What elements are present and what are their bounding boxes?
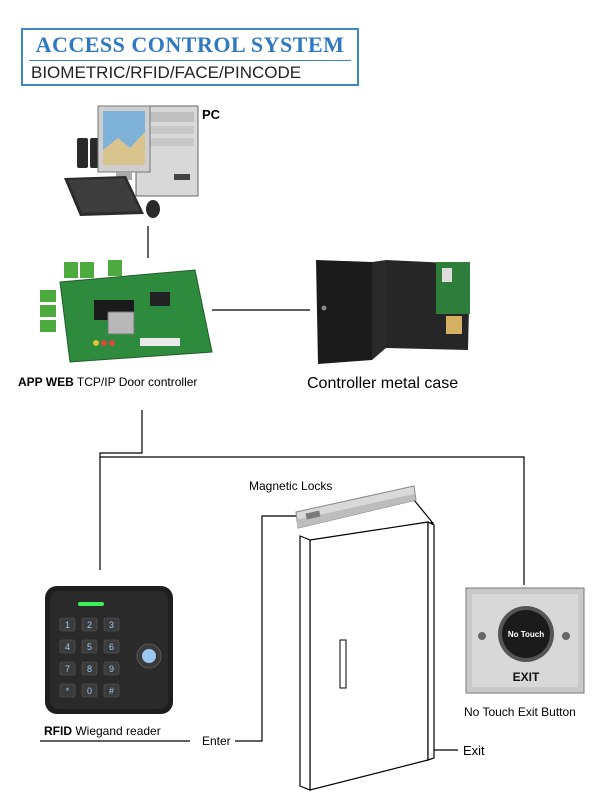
keypad-key-label: # xyxy=(109,686,114,696)
keypad-key-label: 0 xyxy=(87,686,92,696)
exit-button-label: No Touch Exit Button xyxy=(464,705,576,719)
exit-label: Exit xyxy=(463,743,485,758)
keypad-key-label: 8 xyxy=(87,664,92,674)
wire-controller-bus xyxy=(99,410,143,570)
magnetic-lock-label: Magnetic Locks xyxy=(249,479,332,493)
door-icon xyxy=(299,521,435,791)
keypad-key xyxy=(81,661,98,676)
keypad-key xyxy=(59,639,76,654)
keypad-key xyxy=(81,639,98,654)
keypad-key xyxy=(103,617,120,632)
keypad-key-label: 3 xyxy=(109,620,114,630)
metal-case-icon xyxy=(316,260,470,364)
desktop-computer-icon xyxy=(64,105,199,218)
keypad-key-label: 6 xyxy=(109,642,114,652)
exit-button-face-text: No Touch xyxy=(508,630,544,639)
page-title: ACCESS CONTROL SYSTEM xyxy=(35,32,345,57)
keypad-key-label: 1 xyxy=(65,620,70,630)
keypad-key-label: 5 xyxy=(87,642,92,652)
keypad-key xyxy=(103,683,120,698)
reader-label: RFID Wiegand reader xyxy=(44,724,161,738)
title-box: ACCESS CONTROL SYSTEM BIOMETRIC/RFID/FAC… xyxy=(21,28,359,86)
keypad-key-label: 7 xyxy=(65,664,70,674)
exit-button-icon: No Touch EXIT xyxy=(465,587,585,694)
keypad-key-label: 9 xyxy=(109,664,114,674)
keypad-key xyxy=(103,639,120,654)
keypad-key xyxy=(59,683,76,698)
keypad-key-label: 4 xyxy=(65,642,70,652)
magnetic-lock-icon xyxy=(295,485,417,529)
controller-label: APP WEB TCP/IP Door controller xyxy=(18,375,197,389)
wire-lock-to-reader-enter xyxy=(235,515,300,742)
keypad-key-label: 2 xyxy=(87,620,92,630)
keypad-key-label: * xyxy=(66,686,70,696)
metal-case-label: Controller metal case xyxy=(307,375,458,392)
title-divider xyxy=(29,60,351,61)
keypad-key xyxy=(81,617,98,632)
exit-plate-text: EXIT xyxy=(513,670,540,684)
keypad-key xyxy=(81,683,98,698)
wires xyxy=(40,226,525,742)
wire-lock-right xyxy=(413,499,433,523)
keypad-key xyxy=(59,661,76,676)
keypad-key xyxy=(59,617,76,632)
enter-label: Enter xyxy=(202,734,231,748)
wire-bus-to-exit xyxy=(100,456,525,585)
pc-label: PC xyxy=(202,107,221,122)
keypad-key xyxy=(103,661,120,676)
keypad-keys: 1 2 3 4 5 6 7 8 9 * 0 # xyxy=(59,617,120,698)
keypad-reader-icon: 1 2 3 4 5 6 7 8 9 * 0 # xyxy=(45,586,173,714)
circuit-board-icon xyxy=(40,260,213,363)
page-subtitle: BIOMETRIC/RFID/FACE/PINCODE xyxy=(31,63,302,82)
